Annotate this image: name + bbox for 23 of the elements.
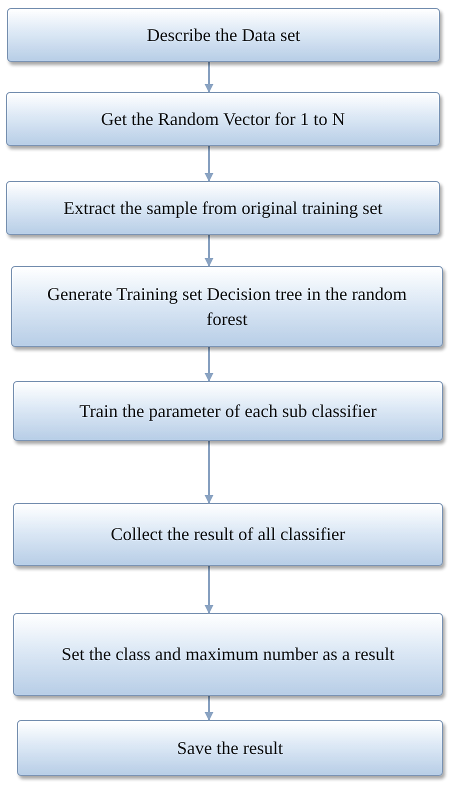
step-text: Set the class and maximum number as a result <box>62 643 394 666</box>
process-box <box>7 8 440 62</box>
process-box <box>13 613 443 696</box>
process-box <box>13 381 443 441</box>
arrow <box>204 146 214 182</box>
step-text: Get the Random Vector for 1 to N <box>100 108 346 131</box>
arrow <box>204 566 214 614</box>
arrow <box>204 696 214 721</box>
arrow <box>204 62 214 93</box>
arrow <box>204 441 214 504</box>
arrow <box>204 347 214 382</box>
arrow <box>204 235 214 267</box>
step-text: Extract the sample from original training set <box>64 196 382 220</box>
process-box <box>17 720 443 776</box>
step-text: Collect the result of all classifier <box>110 523 346 546</box>
process-box <box>6 92 440 146</box>
process-box <box>11 266 443 347</box>
process-box <box>13 503 443 566</box>
process-box <box>6 181 440 235</box>
step-text: Save the result <box>177 736 283 760</box>
step-text: Train the parameter of each sub classifier <box>79 400 377 423</box>
step-text: Describe the Data set <box>146 24 300 47</box>
step-text: Generate Training set Decision tree in the random forest <box>46 283 408 330</box>
